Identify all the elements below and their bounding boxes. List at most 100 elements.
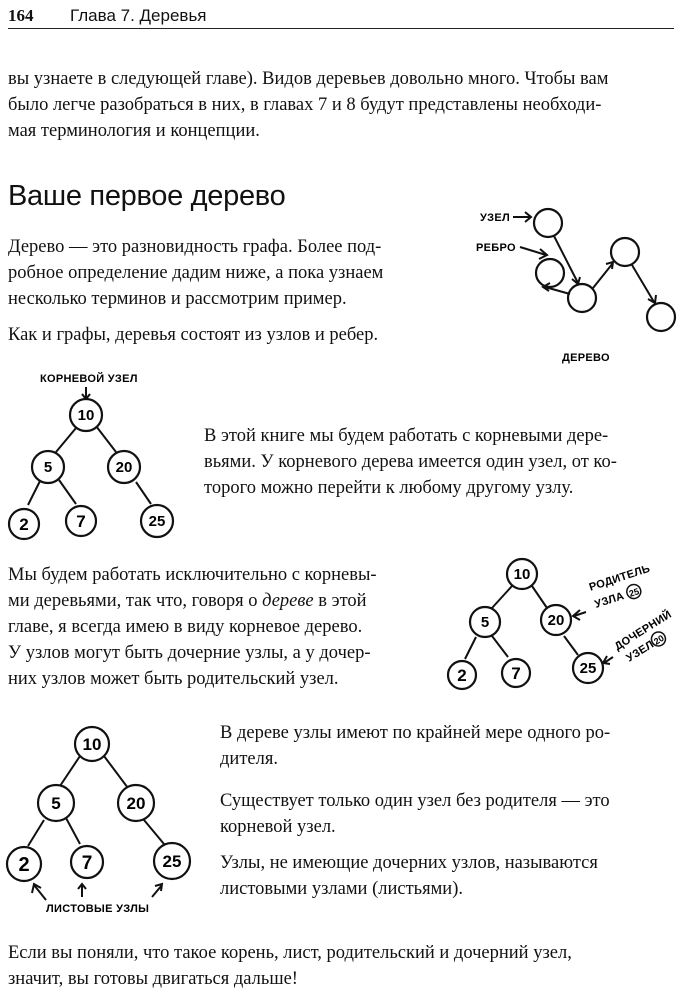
text-line: них узлов может быть родительский узел. xyxy=(8,669,339,689)
text-line: Существует только один узел без родителя… xyxy=(220,791,610,811)
arrow-to-leaf xyxy=(151,882,164,898)
paragraph-root-node: Существует только один узел без родителя… xyxy=(220,788,680,840)
tree-node xyxy=(69,844,105,880)
page-number: 164 xyxy=(8,6,34,25)
ref-node-label: 20 xyxy=(652,633,666,647)
tree-edge xyxy=(103,755,129,789)
node-label: 5 xyxy=(481,614,489,631)
label-leaf-nodes: ЛИСТОВЫЕ УЗЛЫ xyxy=(46,903,149,915)
text-line: Узлы, не имеющие дочерних узлов, называю… xyxy=(220,853,598,873)
tree-diagram-graph: УЗЕЛ РЕБРО ДЕРЕВО xyxy=(476,207,677,364)
tree-node xyxy=(7,507,41,541)
arrow-to-leaf xyxy=(31,882,47,901)
text-line: Дерево — это разновидность графа. Более … xyxy=(8,237,382,257)
node-label: 2 xyxy=(457,666,466,685)
text-line: В дереве узлы имеют по крайней мере одно… xyxy=(220,723,611,743)
paragraph-rooted-tree: В этой книге мы будем работать с корневы… xyxy=(204,423,679,501)
label-parent: РОДИТЕЛЬ xyxy=(588,563,652,594)
tree-edge xyxy=(531,585,548,609)
tree-edge xyxy=(592,260,615,289)
tree-edge xyxy=(553,235,581,286)
tree-node xyxy=(609,236,641,268)
tree-edge xyxy=(27,819,45,847)
page-header: 164 Глава 7. Деревья xyxy=(8,6,674,29)
node-label: 7 xyxy=(82,853,93,874)
node-label: 20 xyxy=(548,612,565,629)
text-line: главе, я всегда имею в виду корневое дер… xyxy=(8,617,363,637)
tree-node xyxy=(152,841,192,881)
label-child-group: ДОЧЕРНИЙ УЗЕЛ 20 xyxy=(612,608,674,665)
arrow-to-child xyxy=(601,655,614,665)
tree-edge xyxy=(464,636,477,660)
text-line: значит, вы готовы двигаться дальше! xyxy=(8,969,298,989)
text-fragment: в этой xyxy=(313,591,367,611)
tree-node xyxy=(116,783,156,823)
tree-diagram-parent-child: 10 5 20 2 7 25 РОДИТЕЛЬ УЗЛА 25 ДОЧЕРНИЙ… xyxy=(446,557,674,691)
arrow-to-leaf xyxy=(77,882,87,897)
node-label: 2 xyxy=(18,854,29,876)
tree-edge xyxy=(59,755,81,787)
tree-edge xyxy=(58,479,77,505)
text-line: Как и графы, деревья состоят из узлов и … xyxy=(8,325,379,345)
ref-node-circle xyxy=(626,583,642,600)
text-line: Если вы поняли, что такое корень, лист, … xyxy=(8,943,572,963)
tree-node xyxy=(139,503,175,539)
tree-node xyxy=(468,605,502,639)
paragraph-parent-child: Мы будем работать исключительно с корнев… xyxy=(8,562,428,692)
text-line: робное определение дадим ниже, а пока уз… xyxy=(8,263,384,283)
text-line: Мы будем работать исключительно с корнев… xyxy=(8,565,377,585)
text-line: несколько терминов и рассмотрим пример. xyxy=(8,289,347,309)
tree-node xyxy=(566,282,598,314)
arrow-to-node xyxy=(513,211,533,223)
caption-tree: ДЕРЕВО xyxy=(562,352,610,364)
text-line: вьями. У корневого дерева имеется один у… xyxy=(204,452,617,472)
tree-edge xyxy=(27,480,41,506)
node-label: 25 xyxy=(149,513,166,530)
tree-node xyxy=(68,397,104,433)
node-label: 10 xyxy=(78,407,95,424)
chapter-title: Глава 7. Деревья xyxy=(70,6,207,25)
arrow-to-root xyxy=(81,387,91,401)
label-root-node: КОРНЕВОЙ УЗЕЛ xyxy=(40,372,138,385)
tree-edge xyxy=(563,635,579,656)
tree-node xyxy=(106,449,142,485)
arrow-to-edge xyxy=(519,246,549,260)
node-label: 7 xyxy=(76,512,85,531)
node-label: 20 xyxy=(127,794,146,813)
tree-edge xyxy=(541,282,571,295)
text-fragment: ми деревьями, так что, говоря о xyxy=(8,591,263,611)
intro-paragraph: вы узнаете в следующей главе). Видов дер… xyxy=(8,66,678,144)
label-node: УЗЕЛ xyxy=(480,212,510,224)
tree-edge xyxy=(491,635,509,658)
italic-term: дереве xyxy=(262,591,314,611)
label-parent-group: РОДИТЕЛЬ УЗЛА 25 xyxy=(588,563,652,611)
tree-edge xyxy=(55,427,77,453)
node-label: 10 xyxy=(83,735,102,754)
label-edge: РЕБРО xyxy=(476,242,516,254)
node-label: 10 xyxy=(514,566,531,583)
tree-node xyxy=(500,657,532,689)
paragraph-nodes-edges: Как и графы, деревья состоят из узлов и … xyxy=(8,322,458,348)
tree-node xyxy=(539,603,573,637)
node-label: 20 xyxy=(116,459,133,476)
tree-node xyxy=(36,783,76,823)
paragraph-tree-definition: Дерево — это разновидность графа. Более … xyxy=(8,234,458,312)
tree-edge xyxy=(631,264,657,305)
text-line: дителя. xyxy=(220,749,278,769)
node-label: 7 xyxy=(511,664,520,683)
text-line: было легче разобраться в них, в главах 7… xyxy=(8,95,602,115)
text-line: В этой книге мы будем работать с корневы… xyxy=(204,426,609,446)
node-label: 5 xyxy=(51,794,60,813)
tree-node xyxy=(5,845,43,883)
tree-node xyxy=(645,301,677,333)
tree-diagram-leaves: 10 5 20 2 7 25 ЛИСТОВЫЕ УЗЛЫ xyxy=(5,725,192,915)
tree-diagram-root: КОРНЕВОЙ УЗЕЛ 10 5 20 2 7 25 xyxy=(7,372,175,541)
arrow-to-parent xyxy=(571,609,587,621)
paragraph-leaf-nodes: Узлы, не имеющие дочерних узлов, называю… xyxy=(220,850,680,902)
node-label: 25 xyxy=(580,660,597,677)
tree-node xyxy=(73,725,111,763)
tree-edge xyxy=(143,819,165,845)
tree-node xyxy=(532,207,564,239)
text-line: У узлов могут быть дочерние узлы, а у до… xyxy=(8,643,371,663)
tree-node xyxy=(446,659,478,691)
